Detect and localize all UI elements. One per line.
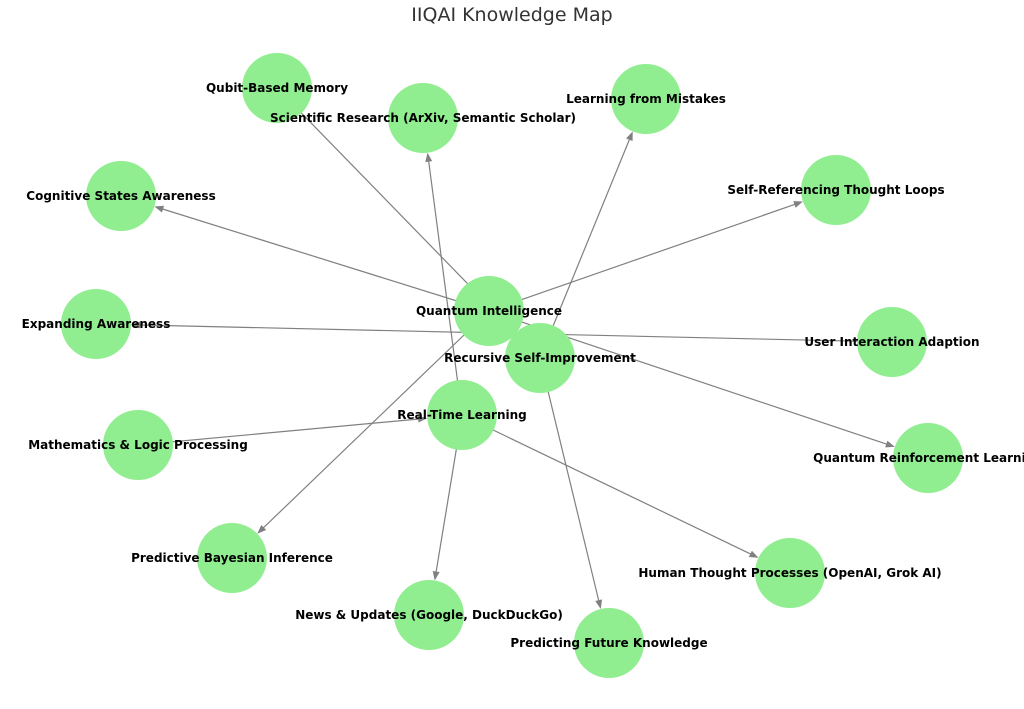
arrowhead-icon: [748, 550, 759, 558]
edge-realtime-to-human: [461, 414, 759, 558]
edge-recursive-to-mistakes: [539, 131, 633, 359]
edge-line: [539, 134, 632, 359]
node-label-user: User Interaction Adaption: [804, 335, 979, 349]
node-cognitive[interactable]: [86, 161, 156, 231]
node-label-expanding: Expanding Awareness: [22, 317, 171, 331]
node-realtime[interactable]: [427, 380, 497, 450]
arrowhead-icon: [793, 201, 803, 208]
node-user[interactable]: [857, 307, 927, 377]
arrowhead-icon: [425, 152, 433, 163]
node-selfref[interactable]: [801, 155, 871, 225]
arrowhead-icon: [885, 440, 895, 448]
node-recursive[interactable]: [505, 323, 575, 393]
node-label-qrl: Quantum Reinforcement Learning: [813, 451, 1024, 465]
edge-line: [137, 417, 424, 446]
node-label-qubit: Qubit-Based Memory: [206, 81, 348, 95]
arrowhead-icon: [432, 571, 440, 581]
edge-line: [427, 156, 463, 416]
node-label-bayesian: Predictive Bayesian Inference: [131, 551, 333, 565]
node-label-realtime: Real-Time Learning: [397, 408, 527, 422]
node-qubit[interactable]: [242, 53, 312, 123]
node-qrl[interactable]: [893, 423, 963, 493]
nodes-layer: [61, 53, 963, 678]
node-bayesian[interactable]: [197, 523, 267, 593]
node-mistakes[interactable]: [611, 64, 681, 134]
node-label-math: Mathematics & Logic Processing: [28, 438, 248, 452]
edge-quantum-to-cognitive: [154, 205, 490, 312]
node-label-human: Human Thought Processes (OpenAI, Grok AI…: [638, 566, 941, 580]
edge-line: [488, 202, 800, 312]
node-label-selfref: Self-Referencing Thought Loops: [727, 183, 944, 197]
node-scientific[interactable]: [388, 83, 458, 153]
arrowhead-icon: [417, 415, 428, 423]
arrowhead-icon: [626, 131, 633, 142]
node-future[interactable]: [574, 608, 644, 678]
arrowhead-icon: [595, 599, 603, 609]
edge-line: [461, 414, 756, 557]
node-label-scientific: Scientific Research (ArXiv, Semantic Sch…: [270, 111, 576, 125]
edge-line: [539, 357, 601, 606]
edge-quantum-to-selfref: [488, 201, 803, 312]
node-expanding[interactable]: [61, 289, 131, 359]
diagram-title: IIQAI Knowledge Map: [411, 4, 613, 26]
node-label-mistakes: Learning from Mistakes: [566, 92, 726, 106]
node-quantum[interactable]: [454, 276, 524, 346]
edge-line: [259, 310, 490, 532]
node-label-recursive: Recursive Self-Improvement: [444, 351, 636, 365]
node-news[interactable]: [394, 580, 464, 650]
node-label-news: News & Updates (Google, DuckDuckGo): [295, 608, 563, 622]
arrowhead-icon: [257, 524, 267, 534]
arrowhead-icon: [130, 321, 141, 329]
arrowhead-icon: [154, 205, 165, 213]
edge-realtime-to-scientific: [425, 152, 463, 416]
edge-math-to-realtime: [137, 415, 428, 446]
node-label-cognitive: Cognitive States Awareness: [26, 189, 215, 203]
edge-recursive-to-future: [539, 357, 603, 609]
node-math[interactable]: [103, 410, 173, 480]
node-label-future: Predicting Future Knowledge: [510, 636, 707, 650]
node-human[interactable]: [755, 538, 825, 608]
node-label-quantum: Quantum Intelligence: [416, 304, 562, 318]
edge-line: [158, 207, 490, 312]
edge-quantum-to-bayesian: [257, 310, 490, 534]
